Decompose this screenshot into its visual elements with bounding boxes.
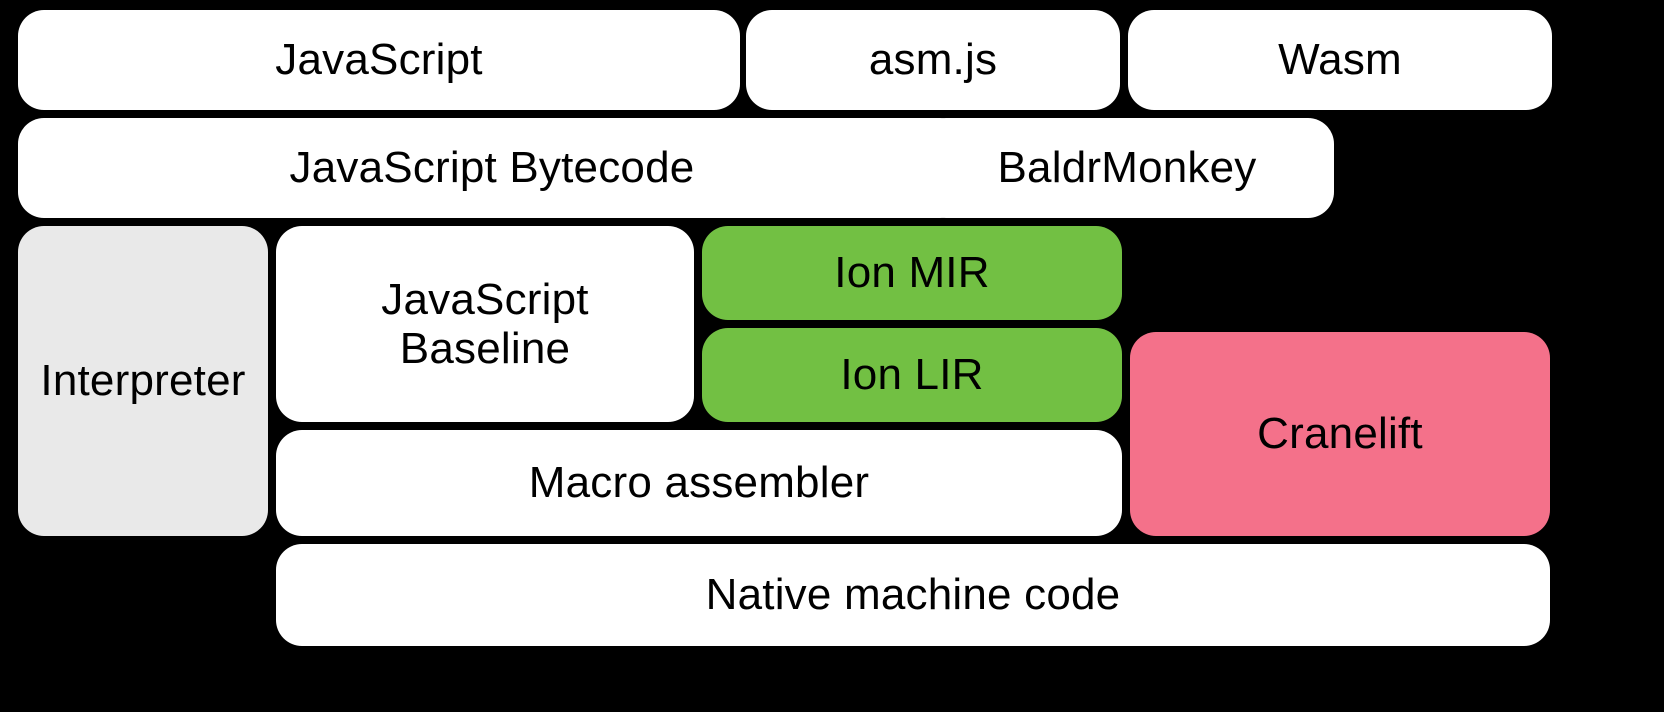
node-asm-js: asm.js bbox=[746, 10, 1120, 110]
node-wasm: Wasm bbox=[1128, 10, 1552, 110]
node-interpreter: Interpreter bbox=[18, 226, 268, 536]
node-javascript-bytecode: JavaScript Bytecode bbox=[18, 118, 966, 218]
node-cranelift: Cranelift bbox=[1130, 332, 1550, 536]
node-ion-mir: Ion MIR bbox=[702, 226, 1122, 320]
node-ion-lir: Ion LIR bbox=[702, 328, 1122, 422]
node-native-machine-code: Native machine code bbox=[276, 544, 1550, 646]
node-baldrmonkey: BaldrMonkey bbox=[920, 118, 1334, 218]
node-javascript-baseline: JavaScript Baseline bbox=[276, 226, 694, 422]
node-macro-assembler: Macro assembler bbox=[276, 430, 1122, 536]
node-javascript: JavaScript bbox=[18, 10, 740, 110]
